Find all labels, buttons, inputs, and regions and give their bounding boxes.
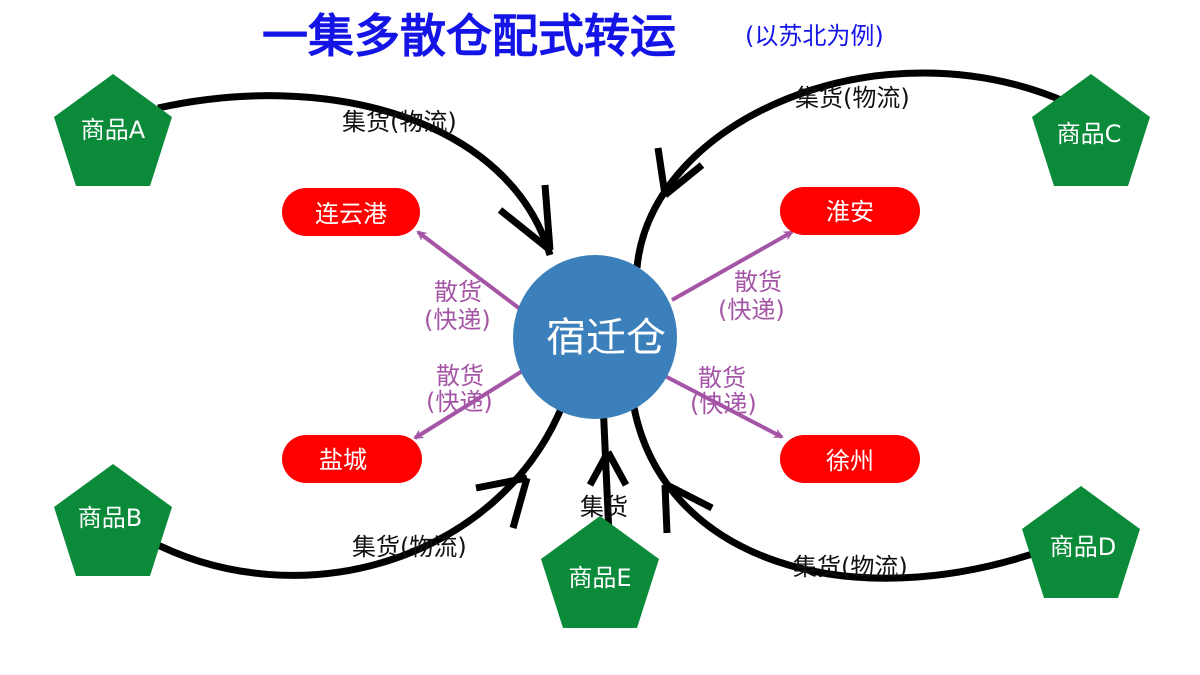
product-node-a: 商品A — [54, 74, 172, 186]
city-node-lianyungang: 连云港 — [282, 188, 420, 236]
arrowhead-e — [586, 450, 630, 487]
diagram-title: 一集多散仓配式转运 — [262, 9, 676, 63]
hub-label: 宿迁仓 — [546, 315, 666, 361]
disperse-label-yancheng: 散货 (快递) — [426, 362, 493, 416]
disperse-label-lianyungang: 散货 (快递) — [424, 278, 491, 334]
diagram-subtitle: (以苏北为例) — [745, 22, 884, 50]
flow-curve-d — [629, 401, 1052, 582]
city-label-lianyungang: 连云港 — [315, 200, 387, 228]
disperse-label-lianyungang-line2: (快递) — [424, 306, 491, 334]
product-label-a: 商品A — [81, 116, 146, 144]
collect-label-b: 集货(物流) — [352, 533, 467, 561]
hub-circle — [513, 255, 677, 419]
disperse-arrow-huaian — [671, 230, 794, 302]
disperse-label-huaian-line2: (快递) — [718, 296, 785, 324]
disperse-arrow-yancheng — [413, 363, 534, 440]
disperse-arrow-lianyungang — [416, 230, 530, 317]
disperse-label-xuzhou-line2: (快递) — [690, 390, 757, 418]
disperse-label-yancheng-line2: (快递) — [426, 388, 493, 416]
disperse-label-xuzhou: 散货 (快递) — [690, 364, 757, 418]
disperse-label-xuzhou-line1: 散货 — [698, 364, 746, 392]
arrowhead-a — [497, 184, 554, 253]
collect-label-e: 集货 — [580, 493, 628, 521]
disperse-label-huaian: 散货 (快递) — [718, 268, 785, 324]
arrowhead-d — [661, 481, 714, 534]
product-label-c: 商品C — [1057, 120, 1122, 148]
arrowhead-b — [475, 474, 531, 529]
product-label-e: 商品E — [568, 564, 631, 592]
collect-label-d: 集货(物流) — [793, 553, 908, 581]
product-node-c: 商品C — [1032, 74, 1150, 186]
product-node-b: 商品B — [54, 464, 172, 576]
product-label-b: 商品B — [78, 504, 142, 532]
disperse-arrow-xuzhou — [662, 373, 784, 439]
flow-curve-c — [633, 69, 1070, 269]
city-label-yancheng: 盐城 — [319, 446, 367, 474]
city-label-xuzhou: 徐州 — [826, 447, 874, 475]
collect-label-c: 集货(物流) — [795, 84, 910, 112]
arrowhead-c — [654, 147, 705, 198]
disperse-label-huaian-line1: 散货 — [734, 268, 782, 296]
disperse-label-lianyungang-line1: 散货 — [434, 278, 482, 306]
flow-curve-b — [146, 402, 567, 579]
flow-line-e — [599, 401, 613, 536]
city-node-yancheng: 盐城 — [282, 435, 422, 483]
product-label-d: 商品D — [1050, 533, 1116, 561]
city-node-xuzhou: 徐州 — [780, 435, 920, 483]
product-node-d: 商品D — [1022, 486, 1140, 598]
city-label-huaian: 淮安 — [826, 198, 874, 226]
disperse-label-yancheng-line1: 散货 — [436, 362, 484, 390]
collect-label-a: 集货(物流) — [342, 108, 457, 136]
product-node-e: 商品E — [541, 516, 659, 628]
city-node-huaian: 淮安 — [780, 187, 920, 235]
flow-curve-a — [157, 92, 554, 256]
